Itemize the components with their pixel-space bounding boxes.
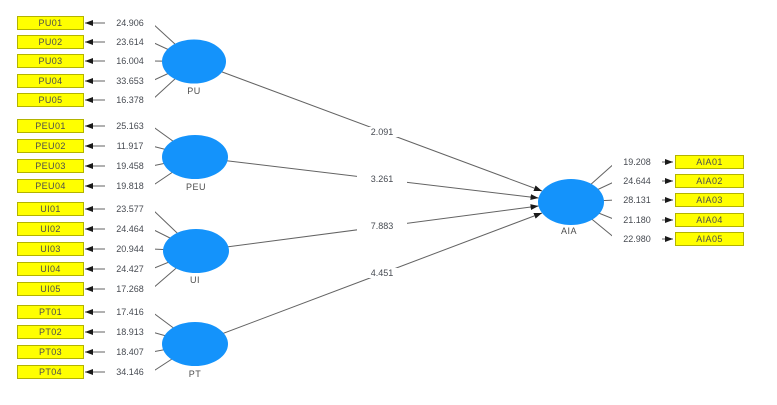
indicator-box-aia04[interactable]: AIA04: [675, 213, 744, 227]
t-value-pt04: 34.146: [105, 367, 155, 377]
indicator-box-peu01-label: PEU01: [35, 121, 66, 131]
path-t-value-peu-aia: 3.261: [357, 174, 407, 184]
indicator-box-pt03-label: PT03: [38, 347, 63, 357]
path-t-value-ui-aia: 7.883: [357, 221, 407, 231]
t-value-pu03: 16.004: [105, 56, 155, 66]
indicator-box-pt03[interactable]: PT03: [17, 345, 84, 359]
indicator-box-pu02[interactable]: PU02: [17, 35, 84, 49]
indicator-box-pu01[interactable]: PU01: [17, 16, 84, 30]
indicator-box-pt02-label: PT02: [38, 327, 63, 337]
indicator-box-ui02-label: UI02: [40, 224, 61, 234]
indicator-box-ui04[interactable]: UI04: [17, 262, 84, 276]
t-value-pt03: 18.407: [105, 347, 155, 357]
path-t-value-pu-aia: 2.091: [357, 127, 407, 137]
t-value-aia05: 22.980: [612, 234, 662, 244]
indicator-box-aia01[interactable]: AIA01: [675, 155, 744, 169]
indicator-box-peu01[interactable]: PEU01: [17, 119, 84, 133]
indicator-box-pt02[interactable]: PT02: [17, 325, 84, 339]
indicator-box-ui04-label: UI04: [40, 264, 61, 274]
indicator-box-aia02[interactable]: AIA02: [675, 174, 744, 188]
indicator-box-aia03[interactable]: AIA03: [675, 193, 744, 207]
t-value-ui05: 17.268: [105, 284, 155, 294]
t-value-peu04: 19.818: [105, 181, 155, 191]
path-arrow-pt-aia: [194, 212, 543, 345]
t-value-ui01: 23.577: [105, 204, 155, 214]
indicator-box-pt04-label: PT04: [38, 367, 63, 377]
indicator-box-peu04-label: PEU04: [35, 181, 66, 191]
indicator-box-pu02-label: PU02: [38, 37, 63, 47]
construct-ellipse-pu[interactable]: [162, 39, 226, 84]
indicator-box-aia05-label: AIA05: [696, 234, 723, 244]
indicator-box-ui03-label: UI03: [40, 244, 61, 254]
indicator-box-pt01-label: PT01: [38, 307, 63, 317]
indicator-box-ui02[interactable]: UI02: [17, 222, 84, 236]
t-value-pt01: 17.416: [105, 307, 155, 317]
indicator-box-ui05-label: UI05: [40, 284, 61, 294]
construct-label-pu: PU: [187, 86, 201, 96]
t-value-pu04: 33.653: [105, 76, 155, 86]
construct-ellipse-aia[interactable]: [538, 179, 604, 225]
t-value-pu05: 16.378: [105, 95, 155, 105]
path-arrow-pu-aia: [193, 61, 543, 192]
t-value-peu03: 19.458: [105, 161, 155, 171]
t-value-ui03: 20.944: [105, 244, 155, 254]
construct-ellipse-ui[interactable]: [163, 229, 229, 273]
t-value-aia01: 19.208: [612, 157, 662, 167]
path-t-value-pt-aia: 4.451: [357, 268, 407, 278]
indicator-box-aia01-label: AIA01: [696, 157, 723, 167]
indicator-box-peu04[interactable]: PEU04: [17, 179, 84, 193]
t-value-peu02: 11.917: [105, 141, 155, 151]
indicator-box-peu02[interactable]: PEU02: [17, 139, 84, 153]
t-value-peu01: 25.163: [105, 121, 155, 131]
indicator-box-ui03[interactable]: UI03: [17, 242, 84, 256]
indicator-box-pt01[interactable]: PT01: [17, 305, 84, 319]
indicator-box-aia05[interactable]: AIA05: [675, 232, 744, 246]
t-value-pt02: 18.913: [105, 327, 155, 337]
indicator-box-peu02-label: PEU02: [35, 141, 66, 151]
construct-label-aia: AIA: [560, 226, 577, 236]
t-value-ui02: 24.464: [105, 224, 155, 234]
indicator-box-ui01-label: UI01: [40, 204, 61, 214]
indicator-box-pu04-label: PU04: [38, 76, 63, 86]
t-value-pu02: 23.614: [105, 37, 155, 47]
indicator-box-peu03-label: PEU03: [35, 161, 66, 171]
indicator-box-pu03-label: PU03: [38, 56, 63, 66]
construct-label-peu: PEU: [185, 182, 206, 192]
construct-label-ui: UI: [190, 275, 200, 285]
indicator-box-pt04[interactable]: PT04: [17, 365, 84, 379]
indicator-box-peu03[interactable]: PEU03: [17, 159, 84, 173]
construct-ellipse-peu[interactable]: [162, 135, 228, 179]
indicator-box-aia03-label: AIA03: [696, 195, 723, 205]
indicator-box-pu05[interactable]: PU05: [17, 93, 84, 107]
t-value-aia03: 28.131: [612, 195, 662, 205]
construct-ellipse-pt[interactable]: [162, 322, 228, 366]
indicator-box-aia04-label: AIA04: [696, 215, 723, 225]
indicator-box-pu04[interactable]: PU04: [17, 74, 84, 88]
indicator-box-ui05[interactable]: UI05: [17, 282, 84, 296]
indicator-box-pu01-label: PU01: [38, 18, 63, 28]
t-value-aia02: 24.644: [612, 176, 662, 186]
indicator-box-pu05-label: PU05: [38, 95, 63, 105]
t-value-aia04: 21.180: [612, 215, 662, 225]
indicator-box-pu03[interactable]: PU03: [17, 54, 84, 68]
construct-label-pt: PT: [188, 369, 202, 379]
t-value-ui04: 24.427: [105, 264, 155, 274]
indicator-box-ui01[interactable]: UI01: [17, 202, 84, 216]
t-value-pu01: 24.906: [105, 18, 155, 28]
indicator-box-aia02-label: AIA02: [696, 176, 723, 186]
